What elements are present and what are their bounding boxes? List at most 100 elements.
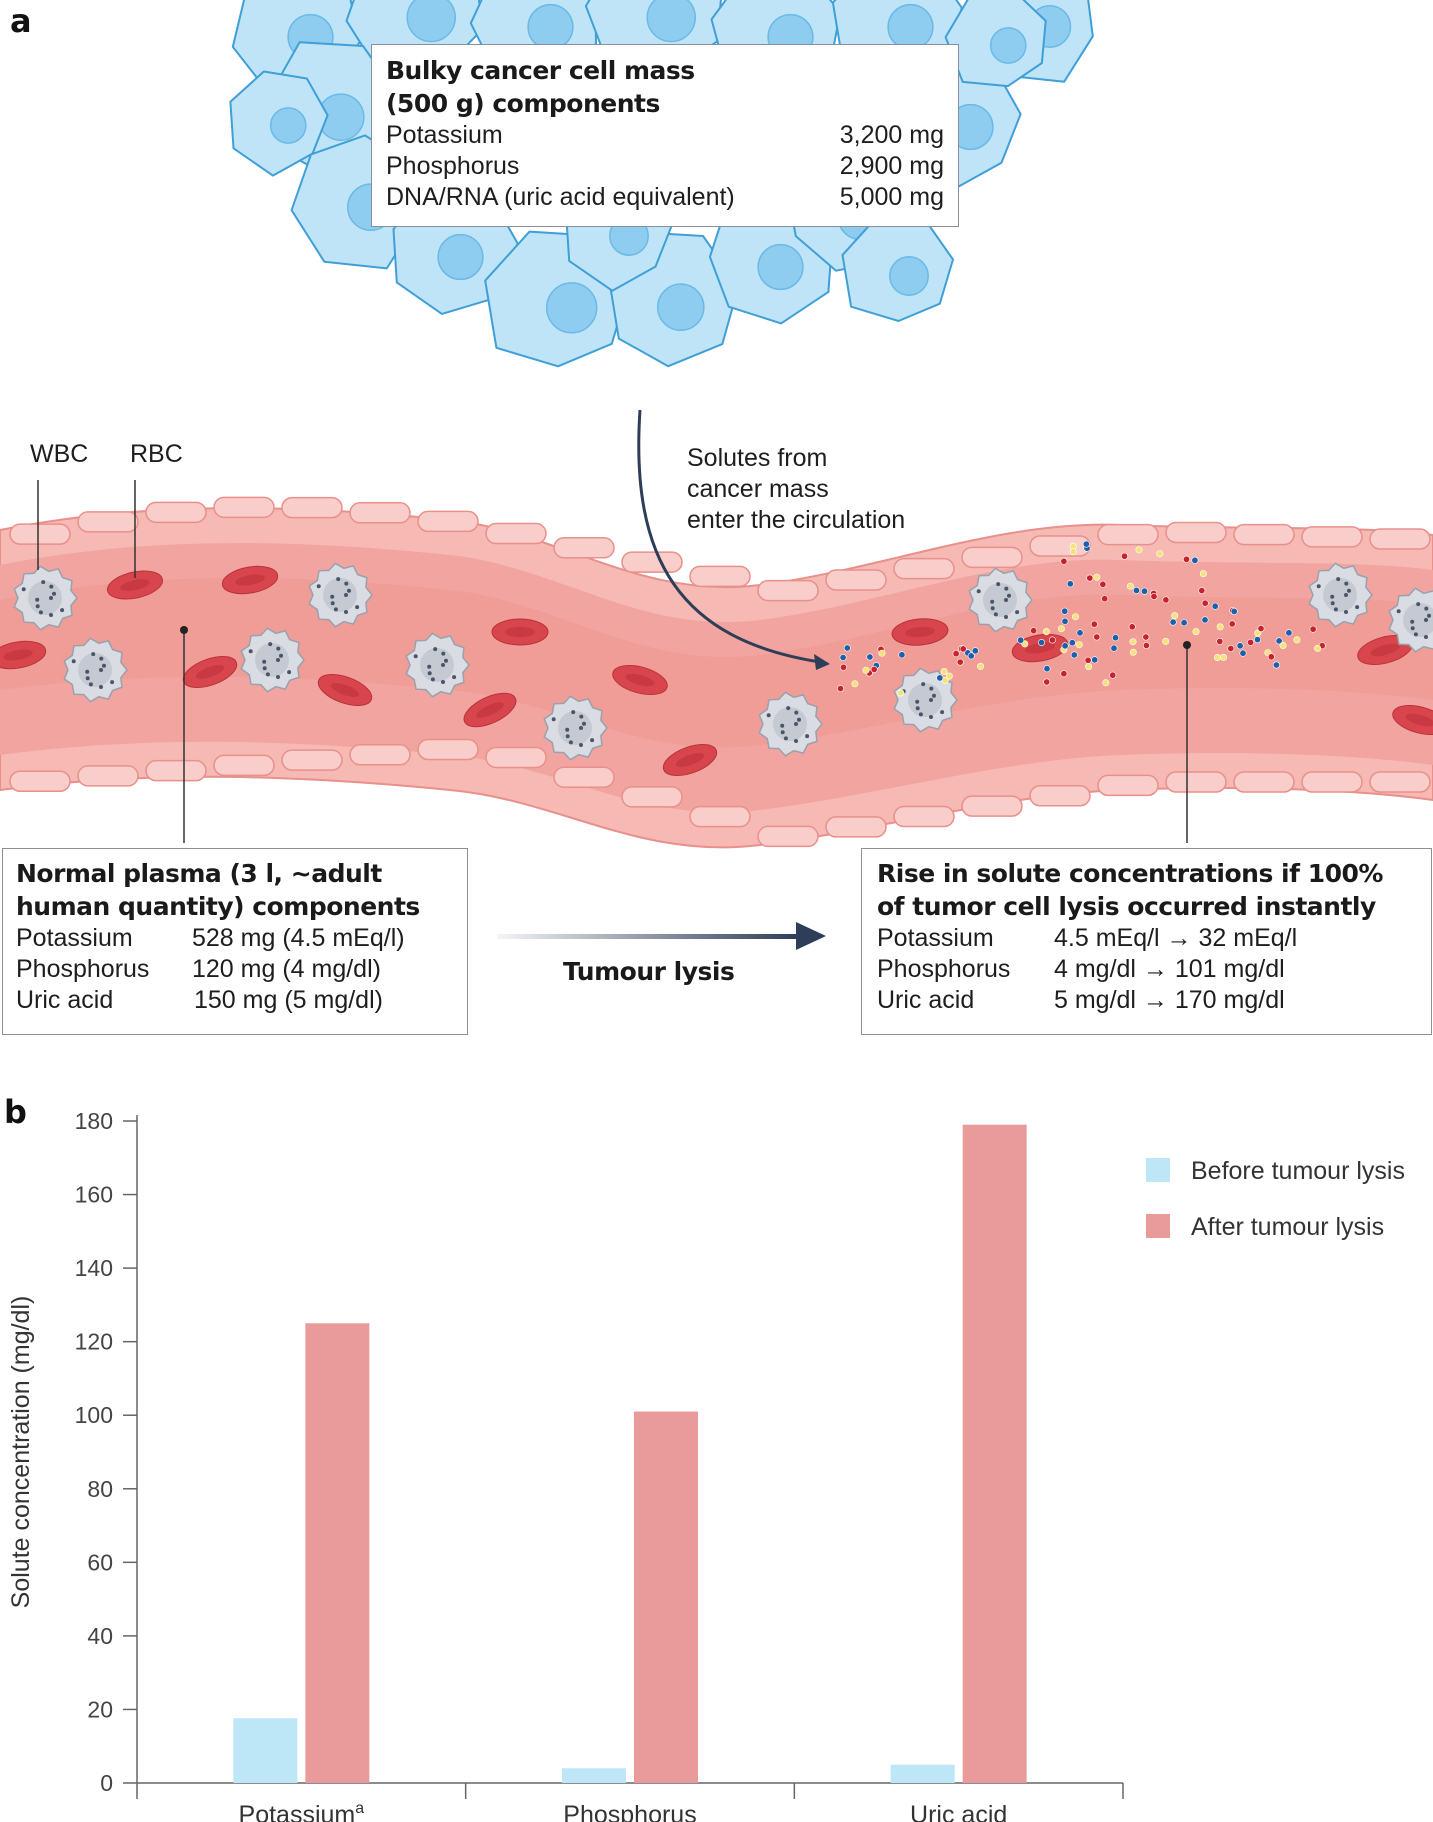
solute-dot <box>1030 627 1038 635</box>
wall-cell <box>893 557 955 580</box>
cancer-cell <box>229 70 329 177</box>
wall-cell <box>1029 785 1091 807</box>
y-tick-label: 20 <box>87 1696 113 1722</box>
wall-cell <box>1165 771 1227 793</box>
solute-dot <box>1085 663 1093 671</box>
solute-dot <box>1201 616 1209 624</box>
solute-dot <box>1272 661 1280 669</box>
solute-dot <box>1228 620 1236 628</box>
cancer-row: DNA/RNA (uric acid equivalent) 5,000 mg <box>386 182 944 213</box>
solute-rise-box: Rise in solute concentrations if 100% of… <box>861 848 1432 1035</box>
bar-before <box>890 1764 955 1783</box>
wall-cell <box>1233 523 1295 546</box>
solute-dot <box>1042 628 1050 636</box>
wall-cell <box>485 522 547 545</box>
solute-dot <box>1156 550 1164 558</box>
solute-dot <box>836 685 844 693</box>
solute-dot <box>1043 665 1051 673</box>
solute-dot <box>1112 634 1120 642</box>
rise-row-name: Potassium <box>877 924 994 952</box>
solute-entry-arrowhead <box>814 654 830 670</box>
y-tick-label: 60 <box>87 1549 113 1575</box>
legend-label: Before tumour lysis <box>1191 1157 1405 1185</box>
solute-dot <box>1061 642 1069 650</box>
cancer-cell <box>841 216 954 322</box>
solute-dot <box>866 653 874 661</box>
white-blood-cells <box>13 562 1433 761</box>
solute-dot <box>1110 644 1118 652</box>
solute-dot <box>1072 613 1080 621</box>
plasma-row-name: Potassium <box>16 924 133 952</box>
solute-dot <box>1091 656 1099 664</box>
bar-before <box>562 1768 626 1783</box>
panel-b-letter: b <box>4 1093 27 1131</box>
solute-dot <box>1142 633 1150 641</box>
solute-dot <box>862 666 870 674</box>
wall-cell <box>757 825 819 848</box>
cancer-box-title-2: (500 g) components <box>386 89 660 118</box>
plasma-box-title-2: human quantity) components <box>16 892 420 921</box>
blood-vessel <box>0 496 1433 849</box>
rise-row: Uric acid 5 mg/dl → 170 mg/dl <box>877 985 1416 1016</box>
y-tick-label: 120 <box>75 1329 113 1355</box>
wall-cell <box>213 754 275 777</box>
rise-row: Phosphorus 4 mg/dl → 101 mg/dl <box>877 954 1416 985</box>
solute-dot <box>1192 628 1200 636</box>
wall-cell <box>281 496 343 519</box>
panel-a-illustration <box>0 0 1433 950</box>
cancer-row: Potassium 3,200 mg <box>386 120 944 151</box>
tumour-lysis-label: Tumour lysis <box>563 957 735 986</box>
solute-dot <box>1075 641 1083 649</box>
solute-dot <box>1285 629 1293 637</box>
rbc <box>612 665 668 695</box>
cancer-row-name: Phosphorus <box>386 152 520 180</box>
solute-dot <box>898 651 906 659</box>
solute-dot <box>1169 618 1177 626</box>
wall-cell <box>961 546 1023 569</box>
solute-dot <box>1038 638 1046 646</box>
wall-cell <box>1029 535 1091 557</box>
solute-dot <box>959 645 967 653</box>
cancer-row-value: 2,900 mg <box>839 152 944 180</box>
solute-dot <box>1121 552 1129 560</box>
wall-cell <box>825 816 887 838</box>
solute-dot <box>851 680 859 688</box>
cancer-mass-box: Bulky cancer cell mass (500 g) component… <box>371 44 959 227</box>
rise-row-value: 4 mg/dl → 101 mg/dl <box>1054 955 1285 983</box>
solute-dot <box>870 665 878 673</box>
solute-dot <box>1239 649 1247 657</box>
solute-dot <box>1275 637 1283 645</box>
rise-row-value: 4.5 mEq/l → 32 mEq/l <box>1054 924 1298 952</box>
tumour-lysis-arrow-shaft <box>497 934 797 939</box>
rbc <box>463 692 517 728</box>
wall-cell <box>1369 771 1431 793</box>
solute-dot <box>1216 637 1224 645</box>
cancer-box-title-1: Bulky cancer cell mass <box>386 56 695 85</box>
rbc <box>106 570 164 600</box>
plasma-box-title-1: Normal plasma (3 l, ~adult <box>16 859 382 888</box>
solute-dot <box>956 658 964 666</box>
wall-cell <box>1165 521 1227 544</box>
wall-cell <box>417 510 479 533</box>
solute-dot <box>1227 644 1235 652</box>
solute-dot <box>1220 653 1228 661</box>
tumour-lysis-arrowhead <box>796 922 826 950</box>
wbc <box>543 695 608 761</box>
solute-dot <box>1247 638 1255 646</box>
rise-row: Potassium 4.5 mEq/l → 32 mEq/l <box>877 923 1416 954</box>
rise-leader-dot <box>1183 641 1191 649</box>
solute-dot <box>1017 636 1025 644</box>
wall-cell <box>9 770 71 792</box>
solute-dot <box>1236 642 1244 650</box>
solute-dot <box>1254 636 1262 644</box>
solute-dot <box>1061 607 1069 615</box>
solute-dot <box>952 650 960 658</box>
solute-dot <box>1061 617 1069 625</box>
rbc <box>491 618 549 646</box>
rise-box-title-1: Rise in solute concentrations if 100% <box>877 859 1383 888</box>
solute-dot <box>1126 582 1134 590</box>
y-tick-label: 180 <box>75 1108 113 1134</box>
solute-dot <box>1230 607 1238 615</box>
solute-dot <box>1162 596 1170 604</box>
solute-dot <box>1066 580 1074 588</box>
